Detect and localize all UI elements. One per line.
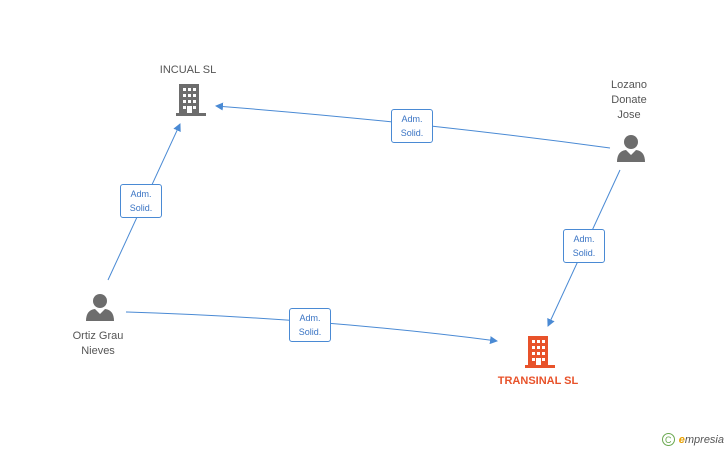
person-icon [86, 294, 114, 321]
building-icon [176, 84, 206, 116]
node-label-transinal[interactable]: TRANSINAL SL [497, 375, 579, 387]
edge-label-line1: Adm. [299, 313, 321, 323]
person-icon [617, 135, 645, 162]
edge-label-line2: Solid. [400, 128, 424, 138]
edge-label-line1: Adm. [401, 114, 423, 124]
brand-name: mpresia [684, 433, 724, 446]
copyright-icon: C [661, 433, 675, 446]
edge-label-line2: Solid. [298, 327, 322, 337]
edge-label-ortiz-incual: Adm. Solid. [120, 184, 162, 218]
node-label-lozano[interactable]: Lozano Donate Jose [610, 79, 648, 121]
node-label-ortiz[interactable]: Ortiz Grau Nieves [72, 330, 124, 357]
edge-label-line1: Adm. [130, 189, 152, 199]
edge-label-line2: Solid. [129, 203, 153, 213]
edge-label-ortiz-transinal: Adm. Solid. [289, 308, 331, 342]
edge-label-line2: Solid. [572, 248, 596, 258]
edge-label-lozano-transinal: Adm. Solid. [563, 229, 605, 263]
brand-watermark: C empresia [661, 433, 724, 446]
node-label-incual[interactable]: INCUAL SL [159, 64, 217, 76]
building-icon [525, 336, 555, 368]
brand-initial: e [678, 433, 685, 446]
edge-label-lozano-incual: Adm. Solid. [391, 109, 433, 143]
edge-label-line1: Adm. [573, 234, 595, 244]
brand-logo: empresia [679, 434, 724, 446]
